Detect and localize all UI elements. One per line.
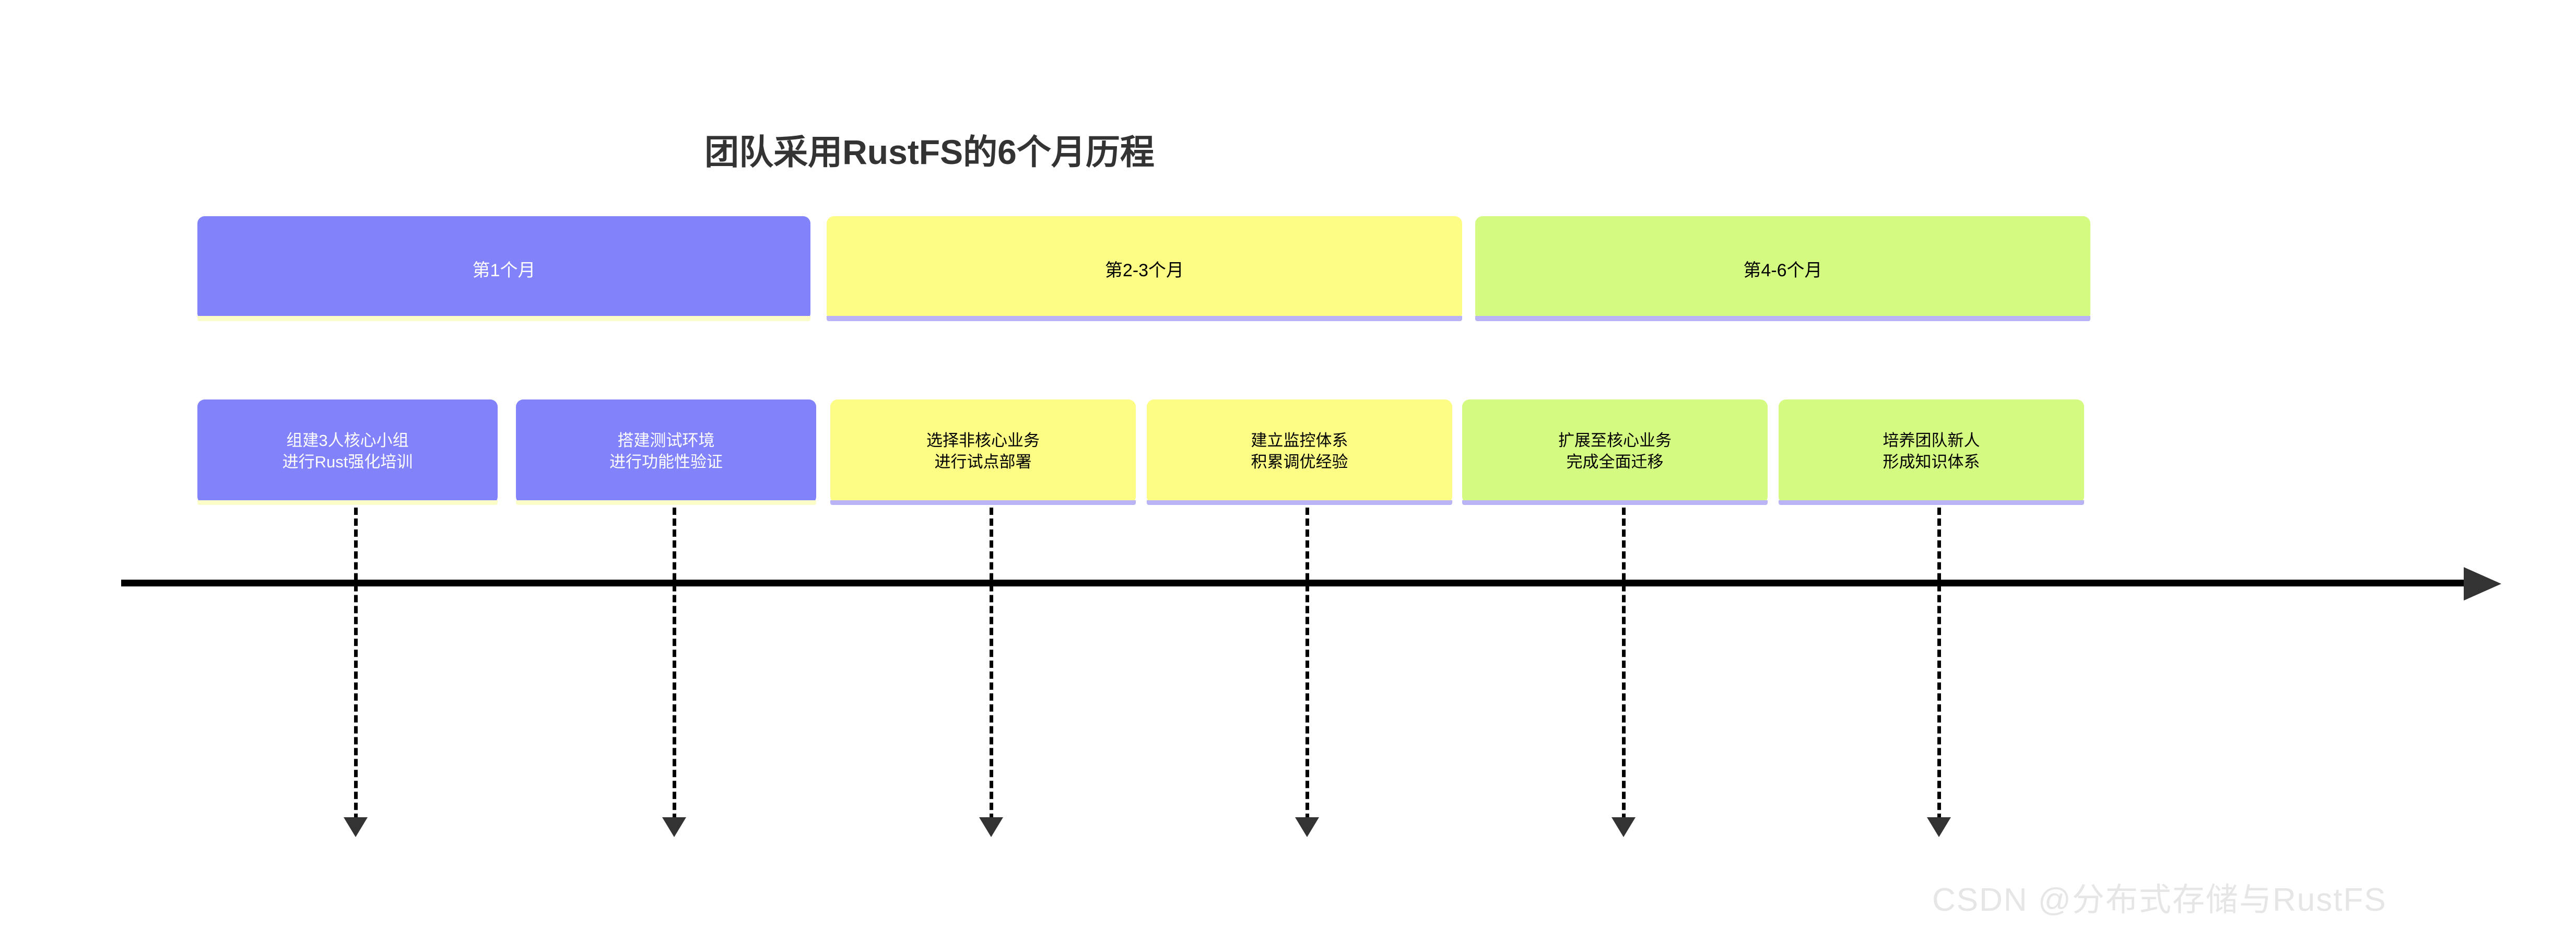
- milestone-card-line-2: 形成知识体系: [1883, 453, 1980, 471]
- milestone-connector-line: [990, 508, 993, 821]
- connector-arrow-down-icon: [979, 817, 1003, 837]
- phase-bar-label: 第1个月: [472, 260, 536, 280]
- milestone-card: 培养团队新人形成知识体系: [1779, 399, 2084, 504]
- milestone-card-underline: [516, 500, 816, 505]
- milestone-card-line-2: 积累调优经验: [1251, 453, 1348, 471]
- milestone-card-underline: [1462, 500, 1768, 505]
- phase-bar-label: 第2-3个月: [1104, 260, 1184, 280]
- milestone-card-line-2: 进行功能性验证: [609, 453, 723, 471]
- milestone-connector-line: [673, 508, 676, 821]
- milestone-connector-line: [1937, 508, 1941, 821]
- milestone-card: 扩展至核心业务完成全面迁移: [1462, 399, 1768, 504]
- watermark-text: CSDN @分布式存储与RustFS: [1932, 882, 2387, 918]
- milestone-card-line-1: 搭建测试环境: [617, 431, 715, 450]
- connector-arrow-down-icon: [662, 817, 686, 837]
- connector-arrow-down-icon: [1295, 817, 1319, 837]
- milestone-connector-line: [1305, 508, 1309, 821]
- milestone-card-line-2: 进行试点部署: [934, 453, 1032, 471]
- phase-bar-label: 第4-6个月: [1743, 260, 1822, 280]
- connector-arrow-down-icon: [1927, 817, 1951, 837]
- milestone-card-line-2: 完成全面迁移: [1566, 453, 1664, 471]
- timeline-arrow-right-icon: [2464, 567, 2501, 601]
- phase-bar-underline: [827, 316, 1462, 321]
- milestone-card-line-1: 培养团队新人: [1883, 431, 1980, 450]
- milestone-card-underline: [1147, 500, 1452, 505]
- phase-bar: 第4-6个月: [1475, 216, 2090, 321]
- milestone-card-line-1: 建立监控体系: [1251, 431, 1348, 450]
- milestone-card-line-2: 进行Rust强化培训: [282, 453, 413, 471]
- milestone-card-underline: [197, 500, 498, 505]
- milestone-connector-line: [354, 508, 358, 821]
- page-title: 团队采用RustFS的6个月历程: [704, 133, 1155, 171]
- timeline-axis-line: [121, 580, 2471, 586]
- phase-bar: 第1个月: [197, 216, 810, 321]
- milestone-card-line-1: 扩展至核心业务: [1558, 431, 1672, 450]
- milestone-card: 组建3人核心小组进行Rust强化培训: [197, 399, 498, 504]
- milestone-card-underline: [830, 500, 1136, 505]
- connector-arrow-down-icon: [1612, 817, 1636, 837]
- phase-bar-underline: [197, 316, 810, 321]
- phase-bar: 第2-3个月: [827, 216, 1462, 321]
- milestone-card-line-1: 选择非核心业务: [926, 431, 1040, 450]
- connector-arrow-down-icon: [344, 817, 368, 837]
- milestone-card-underline: [1779, 500, 2084, 505]
- milestone-connector-line: [1622, 508, 1626, 821]
- milestone-card-line-1: 组建3人核心小组: [286, 431, 409, 450]
- phase-bar-underline: [1475, 316, 2090, 321]
- milestone-card: 选择非核心业务进行试点部署: [830, 399, 1136, 504]
- milestone-card: 建立监控体系积累调优经验: [1147, 399, 1452, 504]
- milestone-card: 搭建测试环境进行功能性验证: [516, 399, 816, 504]
